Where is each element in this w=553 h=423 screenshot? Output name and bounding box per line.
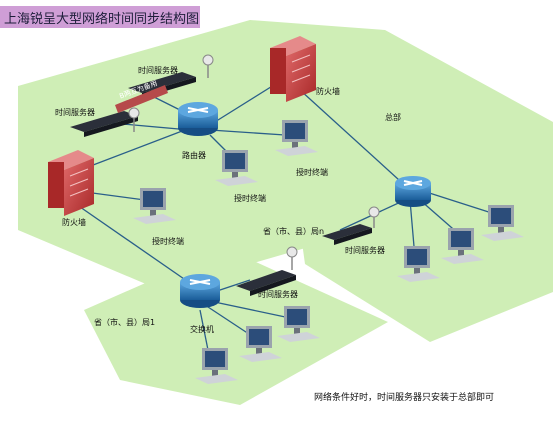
- terminal-pc: [195, 348, 238, 384]
- terminal-pc: [275, 120, 318, 156]
- diagram-title: 上海锐呈大型网络时间同步结构图: [4, 12, 200, 27]
- label-firewall-top: 防火墙: [316, 87, 340, 96]
- terminal-pc: [481, 205, 524, 241]
- terminal-pc: [277, 306, 320, 342]
- label-time-server-left: 时间服务器: [55, 108, 95, 117]
- terminal-pc: [215, 150, 258, 186]
- label-terminal-1: 授时终端: [296, 168, 328, 177]
- label-time-server-top: 时间服务器: [138, 66, 178, 75]
- terminal-pc: [397, 246, 440, 282]
- label-terminal-2: 授时终端: [234, 194, 266, 203]
- label-time-server-hq: 时间服务器: [345, 246, 385, 255]
- label-firewall-left: 防火墙: [62, 218, 86, 227]
- footnote: 网络条件好时，时间服务器只安装于总部即可: [314, 393, 495, 403]
- terminal-group: [133, 120, 524, 384]
- label-province-1: 省（市、县）局1: [94, 318, 156, 327]
- backup-tag: [115, 85, 168, 113]
- terminal-pc: [239, 326, 282, 362]
- title-banner: 上海锐呈大型网络时间同步结构图: [0, 6, 200, 28]
- time-server-left: [70, 107, 140, 137]
- switch-icon: [180, 274, 220, 308]
- firewall-top-icon: [270, 36, 316, 102]
- time-server-mid: [236, 246, 298, 296]
- label-province-n: 省（市、县）局n: [263, 227, 325, 236]
- label-switch: 交换机: [190, 325, 214, 334]
- label-time-server-mid: 时间服务器: [258, 290, 298, 299]
- hq-switch-icon: [395, 176, 431, 207]
- time-server-hq: [322, 206, 380, 245]
- terminal-pc: [441, 228, 484, 264]
- label-hq: 总部: [385, 113, 401, 122]
- terminal-pc: [133, 188, 176, 224]
- router-icon: [178, 102, 218, 136]
- label-terminal-3: 授时终端: [152, 237, 184, 246]
- firewall-left-icon: [48, 150, 94, 216]
- zone-province-1: [84, 248, 388, 405]
- label-router: 路由器: [182, 151, 206, 160]
